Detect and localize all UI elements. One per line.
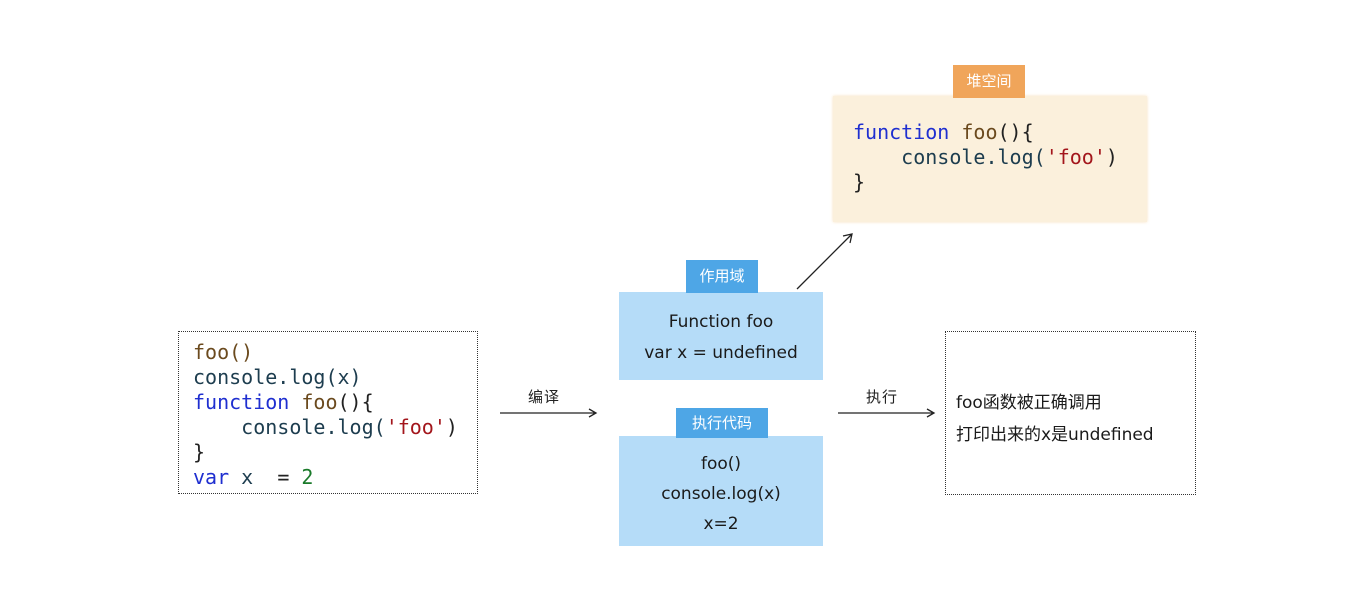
heap-body-string: 'foo' — [1045, 145, 1106, 169]
code-line-3-paren: (){ — [337, 390, 374, 414]
compile-label: 编译 — [528, 388, 561, 406]
heap-close: } — [853, 170, 866, 194]
compile-arrow — [500, 408, 598, 418]
execute-arrow — [838, 408, 936, 418]
heap-paren: (){ — [997, 120, 1034, 144]
heap-space-box: function foo(){ console.log('foo') } — [833, 96, 1147, 222]
code-line-2-object: console — [193, 365, 278, 389]
heap-body-object: console — [901, 145, 986, 169]
code-line-2-call: .log(x) — [277, 365, 362, 389]
exec-line-1: foo() — [700, 454, 742, 474]
exec-code-box: foo() console.log(x) x=2 — [619, 436, 823, 546]
code-line-6-keyword: var — [193, 465, 230, 489]
code-line-4-call: .log( — [325, 415, 386, 439]
heap-code: function foo(){ console.log('foo') } — [853, 120, 1118, 195]
code-line-6-equals: = — [277, 465, 290, 489]
code-line-4-string: 'foo' — [385, 415, 446, 439]
result-box: foo函数被正确调用 打印出来的x是undefined — [945, 331, 1196, 495]
source-code-box: foo() console.log(x) function foo(){ con… — [178, 331, 478, 494]
code-line-4-object: console — [241, 415, 326, 439]
heap-function-name: foo — [961, 120, 998, 144]
result-line-1: foo函数被正确调用 — [956, 393, 1102, 413]
code-line-5: } — [193, 440, 206, 464]
source-code: foo() console.log(x) function foo(){ con… — [193, 340, 458, 490]
code-line-1: foo() — [193, 340, 254, 364]
scope-tag: 作用域 — [686, 260, 758, 293]
heap-body-call: .log( — [985, 145, 1046, 169]
scope-box: Function foo var x = undefined — [619, 292, 823, 380]
code-line-4-end: ) — [445, 415, 458, 439]
heap-body-end: ) — [1105, 145, 1118, 169]
code-line-3-name: foo — [301, 390, 338, 414]
exec-line-3: x=2 — [703, 514, 739, 534]
exec-code-tag: 执行代码 — [676, 408, 768, 438]
heap-arrow — [796, 233, 853, 290]
heap-space-tag: 堆空间 — [953, 65, 1025, 98]
code-line-6-number: 2 — [301, 465, 314, 489]
code-line-6-identifier: x — [241, 465, 254, 489]
exec-line-2: console.log(x) — [661, 484, 781, 504]
scope-line-2: var x = undefined — [644, 343, 798, 363]
code-line-3-keyword: function — [193, 390, 290, 414]
result-line-2: 打印出来的x是undefined — [956, 425, 1154, 445]
scope-line-1: Function foo — [668, 312, 774, 332]
heap-keyword: function — [853, 120, 950, 144]
execute-label: 执行 — [866, 388, 899, 406]
